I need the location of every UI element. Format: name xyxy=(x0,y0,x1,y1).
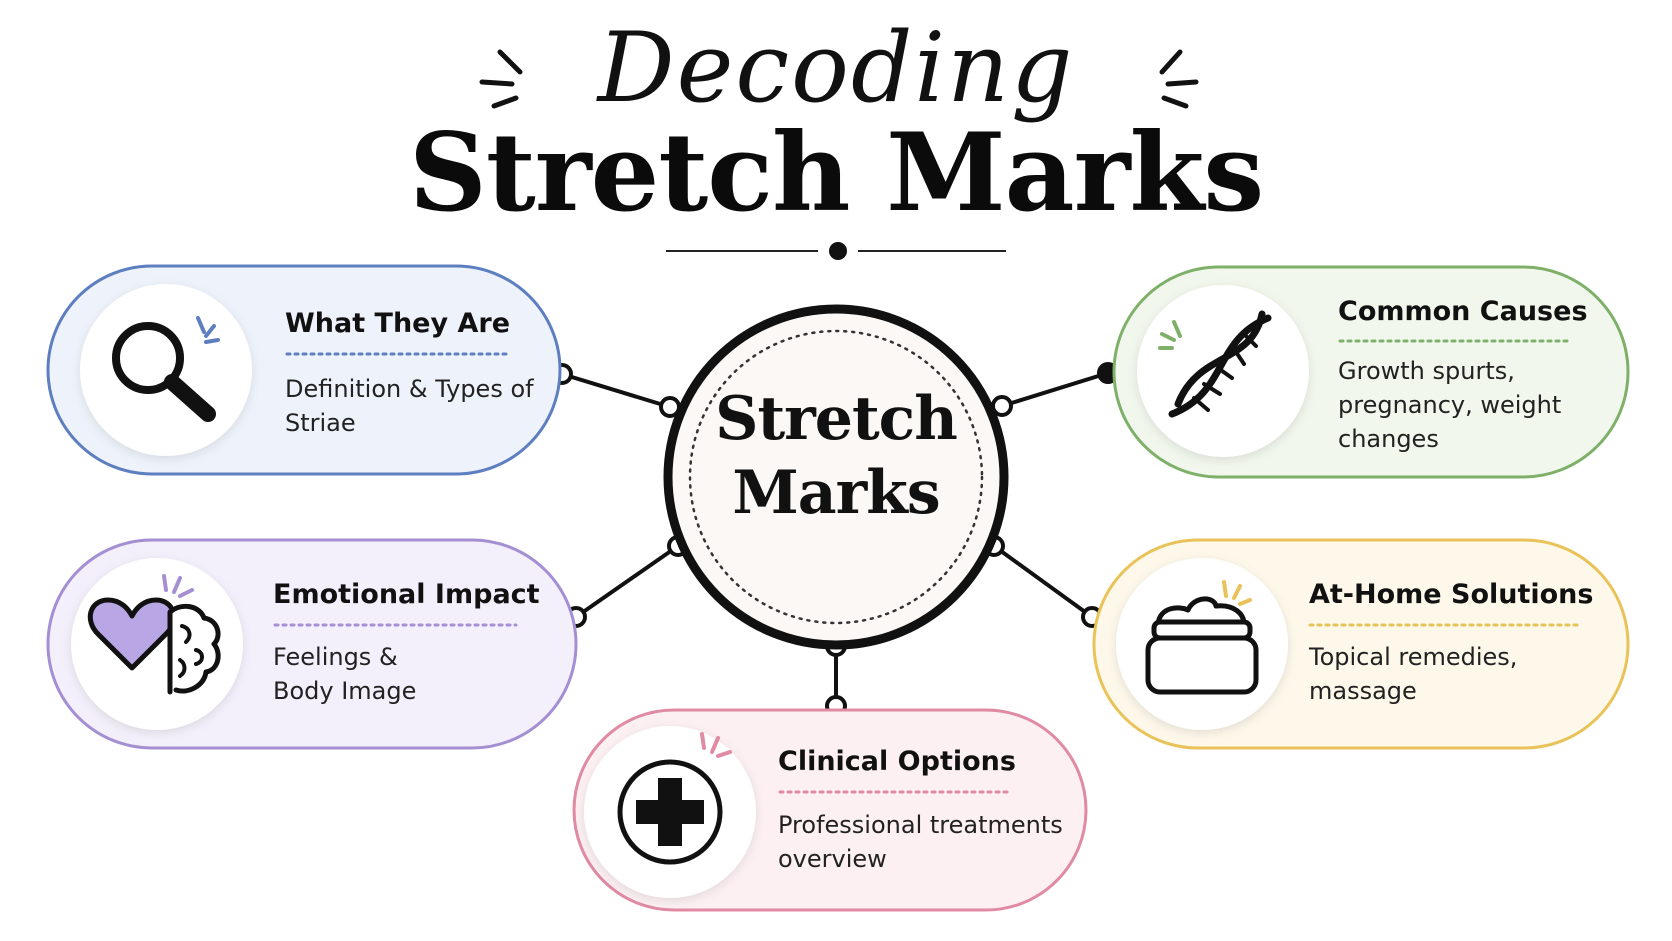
central-hub xyxy=(663,304,1009,650)
hub-label: Stretch Marks xyxy=(684,382,988,552)
title-sparkle-right xyxy=(1159,49,1199,109)
hub-label-line-2: Marks xyxy=(732,458,940,528)
title-decoration xyxy=(479,49,1199,109)
page-title: Stretch Marks xyxy=(408,110,1264,236)
connector-common-causes xyxy=(991,362,1119,417)
card-emotional-impact xyxy=(46,538,578,750)
heart-brain-icon xyxy=(87,574,221,695)
hub-label-line-1: Stretch xyxy=(715,384,958,454)
title-script-word: Decoding xyxy=(597,12,1075,124)
medical-cross-icon xyxy=(617,732,732,865)
card-title-clinical-options: Clinical Options xyxy=(778,746,1016,777)
title-sparkle-left xyxy=(479,49,523,109)
title-divider xyxy=(666,242,1006,260)
card-desc-what-they-are: Definition & Types of Striae xyxy=(285,375,534,437)
cream-jar-icon xyxy=(1145,580,1259,695)
card-title-common-causes: Common Causes xyxy=(1338,296,1588,327)
card-title-what-they-are: What They Are xyxy=(285,308,511,339)
dna-helix-icon xyxy=(1158,310,1272,418)
connector-what-they-are xyxy=(551,363,681,418)
card-clinical-options xyxy=(572,708,1088,912)
card-what-they-are xyxy=(46,264,562,476)
card-at-home-solutions xyxy=(1092,538,1630,750)
connector-at-home-solutions xyxy=(983,535,1103,628)
card-desc-clinical-options: Professional treatments overview xyxy=(778,811,1063,873)
card-desc-common-causes: Growth spurts, pregnancy, weight changes xyxy=(1338,357,1562,453)
card-title-emotional-impact: Emotional Impact xyxy=(273,579,540,610)
card-title-at-home-solutions: At-Home Solutions xyxy=(1309,579,1594,610)
card-desc-at-home-solutions: Topical remedies, massage xyxy=(1309,643,1518,705)
card-common-causes xyxy=(1112,265,1630,479)
magnifying-glass-icon xyxy=(112,316,220,422)
card-desc-emotional-impact: Feelings & Body Image xyxy=(273,643,417,705)
connector-emotional-impact xyxy=(565,535,689,628)
